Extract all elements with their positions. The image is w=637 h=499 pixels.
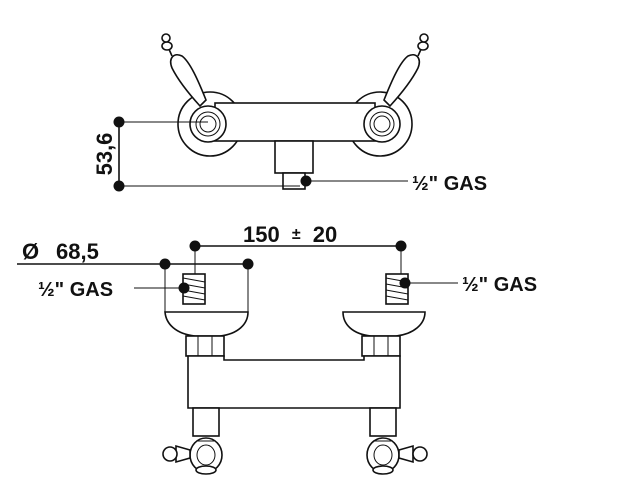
right-cup <box>342 311 426 337</box>
left-inlet-label: ½" GAS <box>38 279 113 301</box>
left-valve-head <box>162 437 223 475</box>
right-lever-handle <box>383 33 429 108</box>
top-view: 53,6 ½" GAS <box>92 33 487 195</box>
left-nut <box>185 335 225 357</box>
left-inlet-thread: ½" GAS <box>38 273 206 305</box>
left-valve-stem <box>192 407 220 437</box>
top-outlet-spout <box>274 140 314 174</box>
front-body <box>187 355 401 409</box>
spacing-tolerance: 20 <box>313 222 337 247</box>
spacing-dimension: 150 ± 20 <box>189 219 407 278</box>
top-outlet-leader: ½" GAS <box>300 173 487 195</box>
top-body-bar <box>214 102 376 142</box>
right-valve-stem <box>369 407 397 437</box>
height-dimension: 53,6 <box>92 116 300 192</box>
front-view: 150 ± 20 Ø 68,5 ½" GAS <box>17 219 537 475</box>
diameter-dimension: Ø 68,5 <box>17 239 254 312</box>
right-inlet-thread: ½" GAS <box>385 273 537 305</box>
right-valve-ring <box>363 105 401 143</box>
right-nut <box>361 335 401 357</box>
right-inlet-label: ½" GAS <box>462 274 537 296</box>
right-valve-head <box>366 437 428 475</box>
diameter-symbol: Ø <box>22 239 39 264</box>
spacing-value: 150 <box>243 222 280 247</box>
spacing-tolerance-sign: ± <box>292 226 301 243</box>
svg-text:150 ± 20: 150 ± 20 <box>243 219 337 247</box>
height-dimension-label: 53,6 <box>92 133 117 176</box>
left-lever-handle <box>161 33 207 108</box>
left-valve-ring <box>189 105 227 143</box>
left-cup <box>164 311 249 337</box>
diameter-label: 68,5 <box>56 239 99 264</box>
top-outlet-label: ½" GAS <box>412 173 487 195</box>
